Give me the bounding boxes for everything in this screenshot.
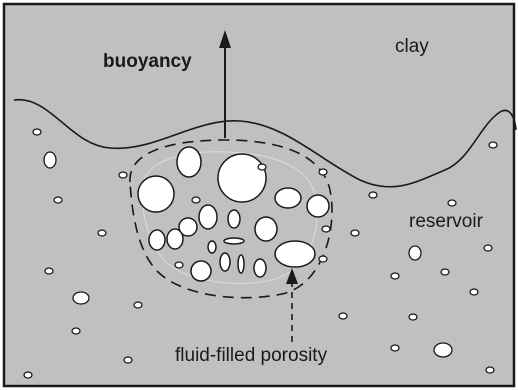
porosity-label: fluid-filled porosity: [175, 345, 328, 366]
pore: [441, 269, 449, 275]
pore: [484, 245, 492, 251]
pore: [124, 357, 132, 363]
pore: [24, 372, 32, 378]
pore: [275, 188, 301, 208]
pore: [307, 195, 329, 217]
pore: [391, 273, 399, 279]
pore: [351, 230, 359, 236]
pore: [192, 197, 200, 203]
pore: [33, 129, 41, 135]
pore: [138, 176, 174, 212]
buoyancy-label: buoyancy: [103, 51, 192, 72]
pore: [391, 345, 399, 351]
pore: [72, 328, 80, 334]
pore: [409, 314, 417, 320]
pore: [369, 192, 377, 198]
pore: [199, 205, 217, 229]
pore: [45, 268, 53, 274]
pore: [275, 241, 315, 267]
pore: [119, 172, 127, 178]
pore: [339, 313, 347, 319]
pore: [470, 289, 478, 295]
reservoir-label: reservoir: [409, 211, 484, 232]
pore: [73, 292, 89, 304]
pore: [319, 256, 327, 262]
pore: [54, 197, 62, 203]
pore: [134, 302, 142, 308]
pore: [409, 246, 421, 260]
pore: [319, 169, 327, 175]
pore: [191, 261, 211, 281]
pore: [224, 238, 244, 244]
pore: [220, 253, 230, 271]
pore: [448, 200, 456, 206]
pore: [434, 343, 452, 357]
pore: [238, 255, 244, 273]
pore: [322, 226, 330, 232]
pore: [149, 230, 165, 250]
pore: [44, 152, 56, 168]
clay-label: clay: [395, 36, 429, 57]
pore: [228, 210, 240, 228]
pore: [98, 230, 106, 236]
pore: [208, 241, 216, 253]
pore: [486, 367, 494, 373]
pore: [167, 229, 183, 249]
pore: [177, 147, 201, 177]
pore: [489, 142, 497, 148]
pore: [255, 217, 277, 241]
pore: [218, 154, 266, 202]
pore: [258, 164, 266, 170]
pore: [175, 262, 183, 268]
pore: [254, 259, 266, 277]
